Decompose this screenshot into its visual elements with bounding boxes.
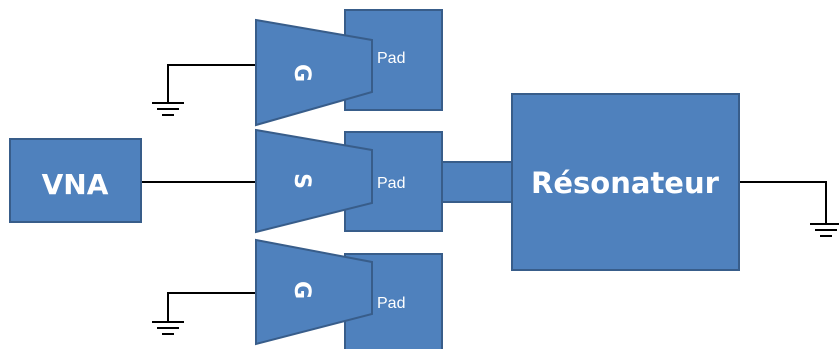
probe-tip-middle	[255, 128, 373, 234]
probe-group-bottom: G Pad	[255, 238, 443, 349]
resonator-label: Résonateur	[531, 166, 720, 200]
pad-middle-label: Pad	[377, 175, 405, 192]
ground-symbol-right	[810, 223, 839, 237]
resonator-block: Résonateur	[511, 93, 740, 271]
probe-middle-label: S	[289, 173, 314, 189]
probe-top-label: G	[289, 64, 314, 82]
probe-bottom-label: G	[289, 281, 314, 299]
pad-top-label: Pad	[377, 50, 405, 67]
pad-bottom-label: Pad	[377, 295, 405, 312]
probe-tip-bottom	[255, 238, 373, 346]
bottom-ground-wire	[167, 292, 256, 322]
wires	[141, 64, 827, 322]
top-ground-wire	[167, 64, 256, 103]
probe-group-top: G Pad	[255, 9, 443, 127]
vna-block: VNA	[9, 138, 142, 223]
probe-group-middle: S Pad	[255, 128, 443, 234]
ground-symbol-top	[152, 102, 184, 116]
pad-resonator-connector	[441, 161, 513, 203]
resonator-ground-wire	[739, 181, 827, 224]
ground-symbol-bottom	[152, 321, 184, 335]
vna-label: VNA	[42, 168, 109, 201]
probe-tip-top	[255, 18, 373, 127]
